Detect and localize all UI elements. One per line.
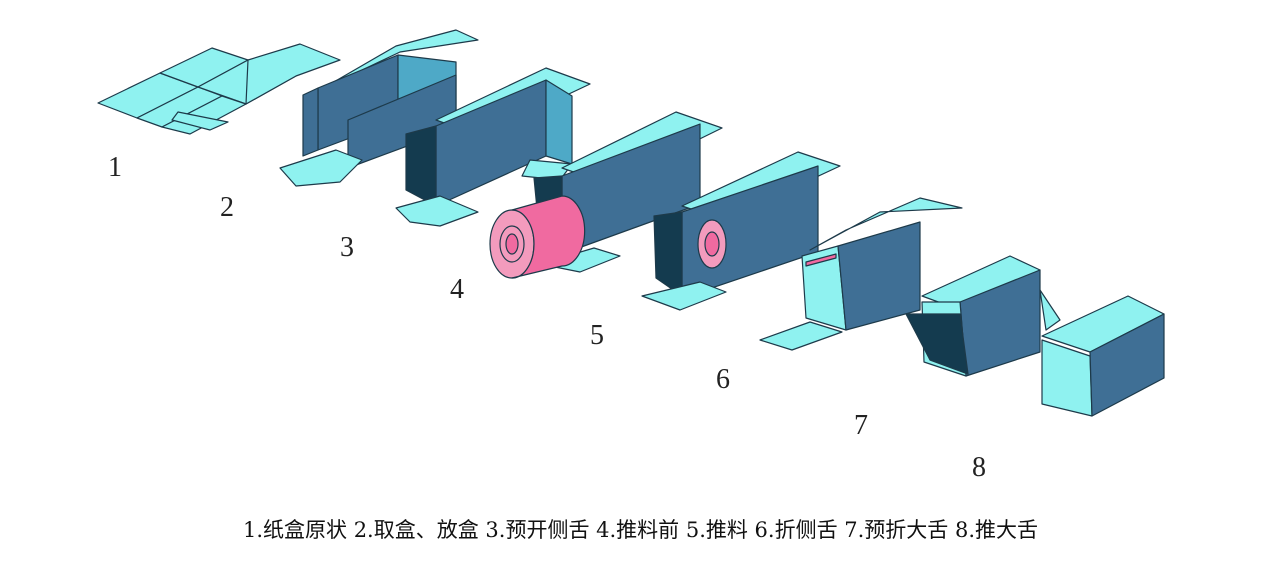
step-number-8: 8 <box>972 452 986 483</box>
step-number-3: 3 <box>340 232 354 263</box>
stage-1-flat-carton-blank <box>97 43 341 135</box>
step-number-2: 2 <box>220 192 234 223</box>
step-number-4: 4 <box>450 274 464 305</box>
stage-5-pushing-product <box>641 151 841 311</box>
step-number-5: 5 <box>590 320 604 351</box>
stage-8-push-big-tongue <box>1041 295 1165 417</box>
stage-2-pick-place-carton <box>279 29 479 187</box>
stage-7-pre-fold-big-tongue <box>905 255 1061 377</box>
stage-4-before-pushing-product <box>489 111 723 279</box>
figure-caption: 1.纸盒原状 2.取盒、放盒 3.预开侧舌 4.推料前 5.推料 6.折侧舌 7… <box>242 518 1038 542</box>
step-number-1: 1 <box>108 152 122 183</box>
step-number-6: 6 <box>716 364 730 395</box>
stage-6-fold-side-tongue <box>759 197 963 351</box>
cartoning-process-diagram <box>97 29 1165 417</box>
step-number-7: 7 <box>854 410 868 441</box>
stage-3-pre-open-side-tongue <box>395 67 591 227</box>
